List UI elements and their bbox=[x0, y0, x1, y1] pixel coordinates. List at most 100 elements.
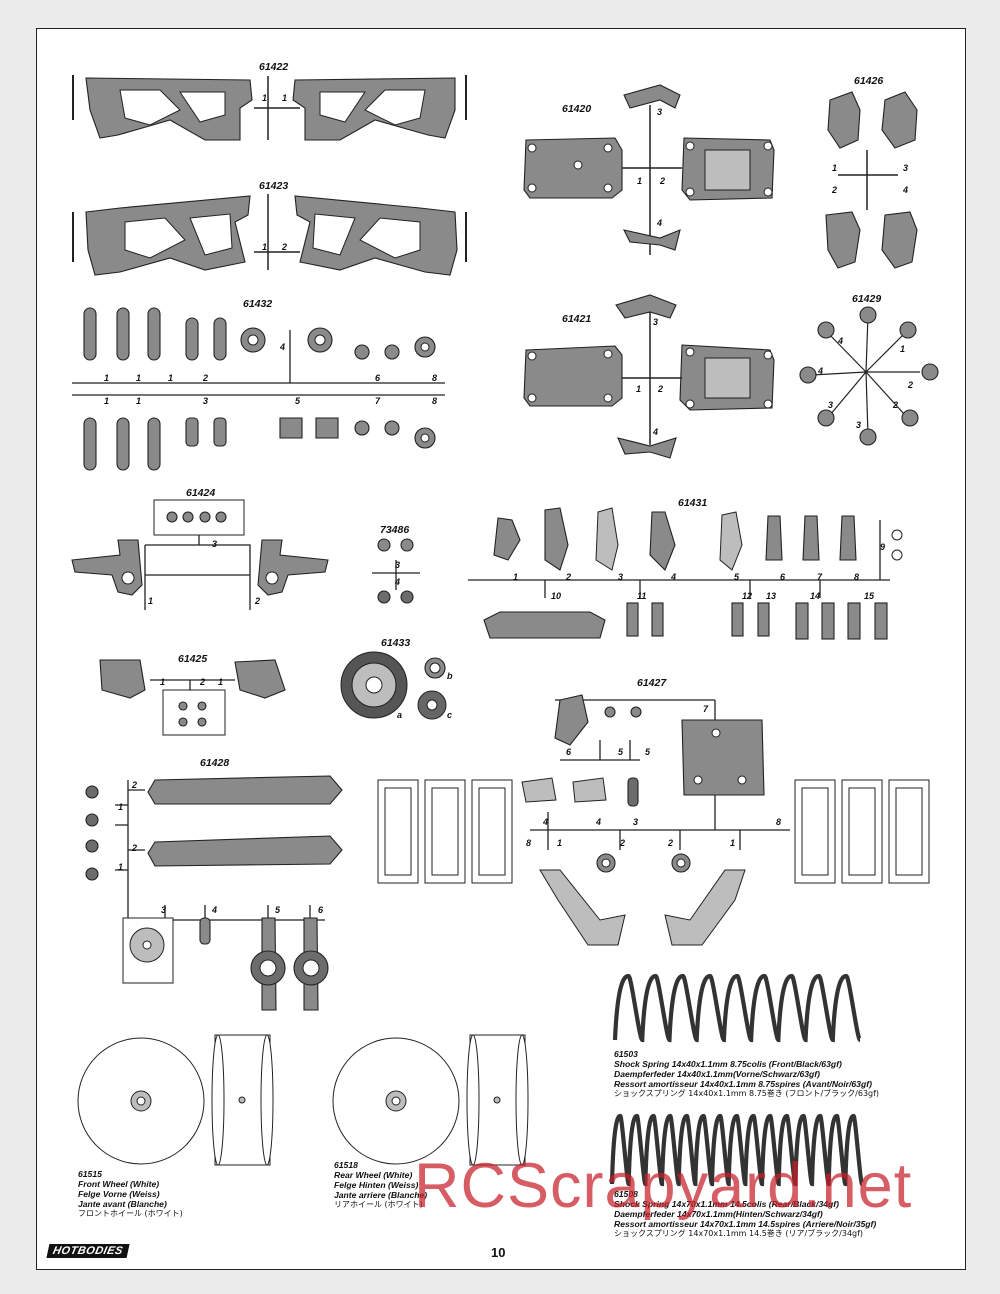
svg-text:b: b bbox=[447, 671, 453, 681]
svg-text:3: 3 bbox=[212, 539, 217, 549]
svg-text:2: 2 bbox=[659, 176, 665, 186]
spring-rear-en: Shock Spring 14x70x1.1mm 14.5colis (Rear… bbox=[614, 1199, 839, 1209]
svg-text:1: 1 bbox=[262, 242, 267, 252]
spring-rear-caption: 61508 Shock Spring 14x70x1.1mm 14.5colis… bbox=[614, 1189, 944, 1239]
svg-text:4: 4 bbox=[902, 185, 908, 195]
svg-text:1: 1 bbox=[168, 373, 173, 383]
svg-text:3: 3 bbox=[653, 317, 658, 327]
part-number-61422: 61422 bbox=[259, 61, 289, 73]
svg-text:7: 7 bbox=[817, 572, 823, 582]
svg-text:3: 3 bbox=[633, 817, 638, 827]
part-number-61426: 61426 bbox=[854, 75, 884, 87]
part-number-61423: 61423 bbox=[259, 180, 289, 192]
spring-rear-id: 61508 bbox=[614, 1189, 638, 1199]
svg-text:2: 2 bbox=[619, 838, 625, 848]
spring-front-en: Shock Spring 14x40x1.1mm 8.75colis (Fron… bbox=[614, 1059, 842, 1069]
spring-rear bbox=[609, 1113, 865, 1187]
wheel-front bbox=[77, 1034, 274, 1166]
svg-text:1: 1 bbox=[262, 93, 267, 103]
wheel-rear-en: Rear Wheel (White) bbox=[334, 1170, 413, 1180]
svg-text:1: 1 bbox=[832, 163, 837, 173]
part-number-73486: 73486 bbox=[380, 524, 410, 536]
svg-text:2: 2 bbox=[254, 596, 260, 606]
svg-text:2: 2 bbox=[199, 677, 205, 687]
wheel-front-de: Felge Vorne (Weiss) bbox=[78, 1189, 160, 1199]
svg-text:4: 4 bbox=[279, 342, 285, 352]
wheel-front-en: Front Wheel (White) bbox=[78, 1179, 160, 1189]
svg-text:8: 8 bbox=[432, 373, 437, 383]
svg-text:c: c bbox=[447, 710, 452, 720]
parts-73486: 34 bbox=[372, 538, 420, 604]
svg-text:2: 2 bbox=[131, 843, 137, 853]
svg-text:13: 13 bbox=[766, 591, 776, 601]
svg-text:2: 2 bbox=[907, 380, 913, 390]
wheel-rear-id: 61518 bbox=[334, 1160, 358, 1170]
wheel-rear-fr: Jante arriere (Blanche) bbox=[334, 1190, 428, 1200]
svg-text:2: 2 bbox=[565, 572, 571, 582]
part-number-61424: 61424 bbox=[186, 487, 216, 499]
svg-text:6: 6 bbox=[780, 572, 786, 582]
svg-text:11: 11 bbox=[637, 591, 646, 601]
wheel-rear bbox=[332, 1034, 529, 1166]
svg-text:3: 3 bbox=[903, 163, 908, 173]
wheel-front-id: 61515 bbox=[78, 1169, 102, 1179]
wheel-front-caption: 61515 Front Wheel (White) Felge Vorne (W… bbox=[78, 1169, 228, 1219]
svg-text:8: 8 bbox=[776, 817, 781, 827]
svg-text:1: 1 bbox=[730, 838, 735, 848]
svg-text:1: 1 bbox=[282, 93, 287, 103]
svg-text:4: 4 bbox=[817, 366, 823, 376]
hubs-61426: 1 3 2 4 bbox=[825, 91, 918, 269]
svg-text:1: 1 bbox=[218, 677, 223, 687]
svg-text:10: 10 bbox=[551, 591, 561, 601]
svg-text:6: 6 bbox=[566, 747, 572, 757]
spring-frames bbox=[377, 779, 930, 884]
svg-text:4: 4 bbox=[656, 218, 662, 228]
svg-text:2: 2 bbox=[131, 780, 137, 790]
svg-text:1: 1 bbox=[637, 176, 642, 186]
part-number-61425: 61425 bbox=[178, 653, 208, 665]
part-number-61429: 61429 bbox=[852, 293, 882, 305]
spring-front-jp: ショックスプリング 14x40x1.1mm 8.75巻き (フロント/ブラック/… bbox=[614, 1089, 880, 1098]
part-number-61433: 61433 bbox=[381, 637, 411, 649]
svg-text:2: 2 bbox=[657, 384, 663, 394]
svg-text:1: 1 bbox=[118, 802, 123, 812]
svg-text:2: 2 bbox=[831, 185, 837, 195]
svg-text:1: 1 bbox=[104, 373, 109, 383]
svg-text:4: 4 bbox=[542, 817, 548, 827]
svg-text:3: 3 bbox=[395, 560, 400, 570]
spring-rear-jp: ショックスプリング 14x70x1.1mm 14.5巻き (リア/ブラック/34… bbox=[614, 1229, 864, 1238]
knuckles-61424: 3 1 2 bbox=[71, 499, 329, 610]
svg-text:2: 2 bbox=[281, 242, 287, 252]
spring-front-id: 61503 bbox=[614, 1049, 638, 1059]
svg-text:4: 4 bbox=[595, 817, 601, 827]
mounts-61425: 1 2 1 bbox=[99, 659, 286, 736]
spring-front-fr: Ressort amortisseur 14x40x1.1mm 8.75spir… bbox=[614, 1079, 872, 1089]
svg-text:1: 1 bbox=[636, 384, 641, 394]
svg-text:1: 1 bbox=[557, 838, 562, 848]
svg-text:1: 1 bbox=[148, 596, 153, 606]
svg-text:4: 4 bbox=[394, 577, 400, 587]
svg-text:8: 8 bbox=[432, 396, 437, 406]
svg-text:15: 15 bbox=[864, 591, 875, 601]
svg-text:8: 8 bbox=[526, 838, 531, 848]
gearbox-61421: 31 24 bbox=[523, 294, 775, 459]
svg-text:1: 1 bbox=[160, 677, 165, 687]
svg-text:4: 4 bbox=[211, 905, 217, 915]
hotbodies-logo: HOTBODIES bbox=[46, 1244, 130, 1258]
svg-text:3: 3 bbox=[203, 396, 208, 406]
svg-text:8: 8 bbox=[854, 572, 859, 582]
spring-front-caption: 61503 Shock Spring 14x40x1.1mm 8.75colis… bbox=[614, 1049, 944, 1099]
svg-text:3: 3 bbox=[161, 905, 166, 915]
part-number-61428: 61428 bbox=[200, 757, 230, 769]
svg-text:6: 6 bbox=[375, 373, 381, 383]
svg-text:1: 1 bbox=[104, 396, 109, 406]
part-number-61421: 61421 bbox=[562, 313, 592, 325]
svg-text:1: 1 bbox=[118, 862, 123, 872]
part-number-61420: 61420 bbox=[562, 103, 592, 115]
